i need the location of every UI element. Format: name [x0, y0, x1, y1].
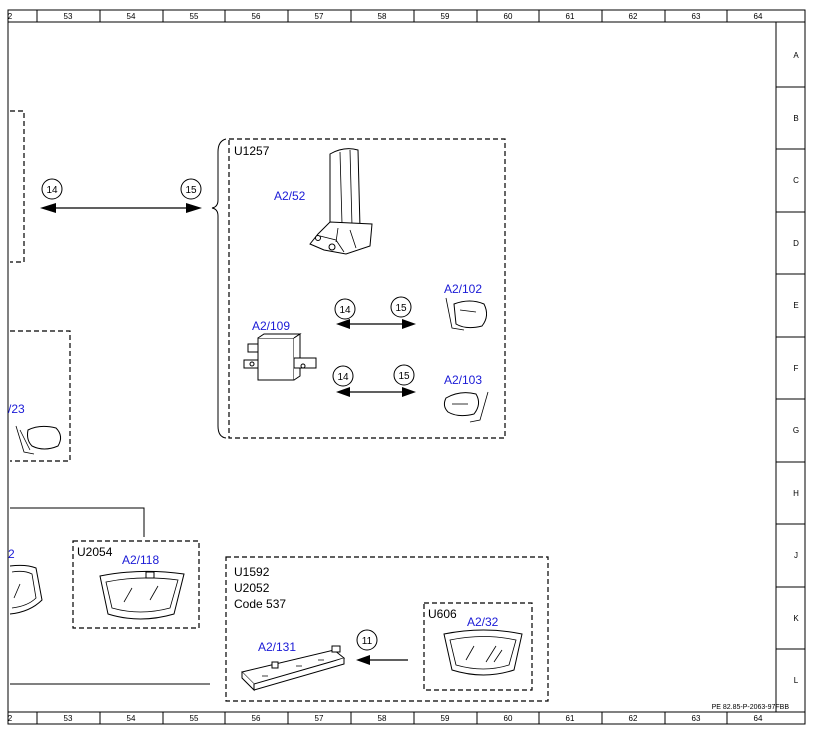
connector-number-11: 11	[362, 636, 373, 647]
grid-col-bottom: 57	[315, 714, 324, 723]
grid-col-top: 54	[127, 12, 136, 21]
group-label-code: Code 537	[234, 597, 286, 611]
grid-col-top: 56	[252, 12, 261, 21]
grid-row-letter: J	[794, 551, 798, 560]
part-label-a2-103: A2/103	[444, 373, 482, 387]
rear-window-a2-32-icon	[443, 629, 523, 676]
grid-col-bottom: 60	[504, 714, 513, 723]
leader-line	[10, 507, 145, 537]
connector-number-14: 14	[339, 305, 351, 316]
windshield-a2-118-icon	[99, 570, 185, 620]
grid-row-letter: A	[793, 51, 799, 60]
antenna-amplifier-icon	[309, 148, 373, 255]
windshield-partial-icon	[9, 564, 43, 615]
grid-col-top: 55	[190, 12, 199, 21]
grid-col-bottom: 62	[629, 714, 638, 723]
grid-col-bottom: 64	[754, 714, 763, 723]
grid-row-letter: F	[794, 364, 799, 373]
drawing-number: PE 82.85-P-2063-97FBB	[712, 704, 790, 711]
grid-col-bottom: 61	[566, 714, 575, 723]
part-label-a2-118: A2/118	[122, 553, 159, 567]
grid-col-top: 57	[315, 12, 324, 21]
grid-col-bottom: 55	[190, 714, 199, 723]
grid-col-top: 61	[566, 12, 575, 21]
grid-row-letter: E	[793, 301, 798, 310]
grid-col-top: 53	[64, 12, 73, 21]
grid-col-top: 64	[754, 12, 763, 21]
grid-col-bottom: 58	[378, 714, 387, 723]
grid-col-top: 63	[692, 12, 701, 21]
grid-row-letter: B	[793, 114, 798, 123]
grid-col-bottom-partial: 2	[8, 714, 13, 723]
grid-col-top: 62	[629, 12, 638, 21]
grid-col-bottom: 56	[252, 714, 261, 723]
grid-row-letter: L	[794, 676, 799, 685]
mirror-left-icon	[443, 391, 489, 423]
grid-col-bottom: 53	[64, 714, 73, 723]
antenna-strip-a2-131-icon	[241, 645, 346, 692]
grid-row-letter: D	[793, 239, 799, 248]
connection-arrow-11: 11	[356, 629, 408, 665]
grid-row-letter: H	[793, 489, 799, 498]
sheet-frame	[7, 9, 806, 725]
grid-col-bottom: 63	[692, 714, 701, 723]
module-a2-109-icon	[243, 333, 317, 381]
grid-col-top: 59	[441, 12, 450, 21]
grid-row-letter: C	[793, 176, 799, 185]
group-label-line2: U2052	[234, 581, 270, 595]
connector-number-15: 15	[398, 371, 410, 382]
connector-number-14: 14	[337, 372, 349, 383]
mirror-icon	[15, 425, 62, 455]
grid-col-bottom: 54	[127, 714, 136, 723]
partial-part-label: 2	[8, 547, 15, 561]
grid-col-top-partial: 2	[8, 12, 13, 21]
part-label-a2-109: A2/109	[252, 319, 290, 333]
left-partial-box-top	[10, 110, 25, 263]
group-box-u1592	[225, 556, 549, 702]
group-box-u1257	[228, 138, 506, 439]
group-brace	[211, 138, 227, 439]
part-label-a2-131: A2/131	[258, 640, 296, 654]
part-label-a2-32: A2/32	[467, 615, 499, 629]
part-label-a2-52: A2/52	[274, 189, 306, 203]
left-connection-arrow: 14 15	[40, 178, 202, 213]
group-label: U2054	[77, 545, 113, 559]
grid-row-letter: K	[793, 614, 799, 623]
grid-col-top: 60	[504, 12, 513, 21]
mirror-right-icon	[445, 297, 488, 331]
group-label-line1: U1592	[234, 565, 270, 579]
group-label: U606	[428, 607, 457, 621]
group-label: U1257	[234, 144, 270, 158]
grid-col-top: 58	[378, 12, 387, 21]
grid-row-letter: G	[793, 426, 799, 435]
partial-part-label: /23	[8, 402, 25, 416]
connection-arrow-upper: 14 15	[334, 296, 416, 329]
connector-number-15: 15	[395, 303, 407, 314]
group-box-u606	[423, 602, 533, 691]
connector-number-15: 15	[185, 185, 197, 196]
left-partial-box-mid	[10, 330, 71, 462]
group-box-u2054	[72, 540, 200, 629]
connector-number-14: 14	[46, 185, 58, 196]
connection-arrow-lower: 14 15	[332, 364, 416, 397]
part-label-a2-102: A2/102	[444, 282, 482, 296]
grid-col-bottom: 59	[441, 714, 450, 723]
